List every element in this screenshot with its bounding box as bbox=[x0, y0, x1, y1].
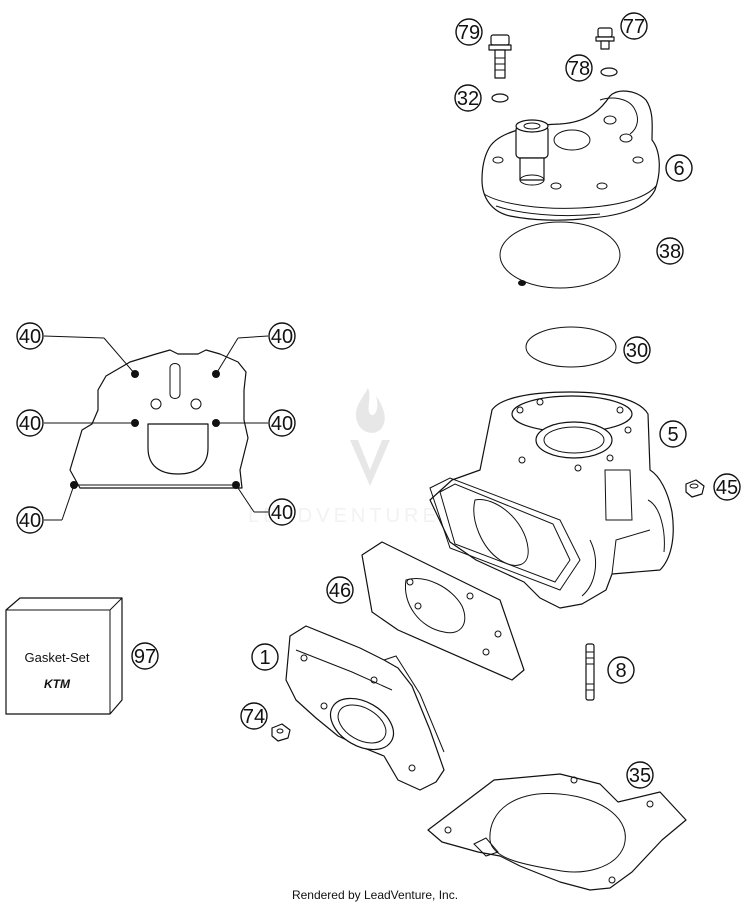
svg-text:45: 45 bbox=[716, 477, 738, 499]
leader-lines bbox=[43, 335, 269, 521]
gasket-set-box[interactable]: Gasket-Set KTM bbox=[5, 597, 123, 715]
ktm-logo: KTM bbox=[44, 677, 71, 691]
part-o-ring-38[interactable] bbox=[499, 221, 621, 289]
svg-text:46: 46 bbox=[329, 580, 351, 602]
callout-30[interactable]: 30 bbox=[623, 336, 651, 364]
callout-6[interactable]: 6 bbox=[665, 154, 693, 182]
part-gasket-46[interactable] bbox=[361, 541, 525, 681]
footer-credit: Rendered by LeadVenture, Inc. bbox=[292, 888, 458, 902]
svg-text:5: 5 bbox=[667, 424, 678, 446]
svg-text:40: 40 bbox=[271, 413, 293, 435]
callout-78[interactable]: 78 bbox=[565, 54, 593, 82]
callout-46[interactable]: 46 bbox=[326, 576, 354, 604]
svg-text:74: 74 bbox=[243, 706, 265, 728]
svg-text:40: 40 bbox=[271, 326, 293, 348]
svg-text:6: 6 bbox=[673, 158, 684, 180]
svg-text:32: 32 bbox=[457, 88, 479, 110]
callout-45[interactable]: 45 bbox=[713, 473, 741, 501]
callout-35[interactable]: 35 bbox=[626, 761, 654, 789]
callout-40-bottom-right[interactable]: 40 bbox=[268, 498, 296, 526]
callout-38[interactable]: 38 bbox=[656, 237, 684, 265]
part-bolt-79[interactable] bbox=[488, 34, 512, 79]
callout-5[interactable]: 5 bbox=[659, 420, 687, 448]
svg-text:8: 8 bbox=[615, 660, 626, 682]
svg-text:40: 40 bbox=[271, 502, 293, 524]
svg-text:40: 40 bbox=[19, 413, 41, 435]
part-bolt-77[interactable] bbox=[595, 27, 615, 50]
callout-32[interactable]: 32 bbox=[454, 84, 482, 112]
svg-text:78: 78 bbox=[568, 58, 590, 80]
part-washer-32[interactable] bbox=[491, 93, 509, 103]
callout-40-top-left[interactable]: 40 bbox=[16, 322, 44, 350]
part-o-ring-30[interactable] bbox=[525, 326, 617, 368]
callout-97[interactable]: 97 bbox=[131, 642, 159, 670]
callout-79[interactable]: 79 bbox=[455, 18, 483, 46]
part-intake-flange-1[interactable] bbox=[285, 625, 445, 791]
svg-text:79: 79 bbox=[458, 22, 480, 44]
svg-text:40: 40 bbox=[19, 510, 41, 532]
callout-8[interactable]: 8 bbox=[607, 656, 635, 684]
part-base-gasket-35[interactable] bbox=[427, 773, 687, 891]
part-washer-78[interactable] bbox=[600, 67, 618, 77]
svg-text:77: 77 bbox=[623, 16, 645, 38]
callout-74[interactable]: 74 bbox=[240, 702, 268, 730]
svg-text:97: 97 bbox=[134, 646, 156, 668]
svg-text:30: 30 bbox=[626, 340, 648, 362]
part-cylinder-5[interactable] bbox=[429, 391, 674, 609]
callout-40-middle-right[interactable]: 40 bbox=[268, 409, 296, 437]
callout-40-middle-left[interactable]: 40 bbox=[16, 409, 44, 437]
callout-77[interactable]: 77 bbox=[620, 12, 648, 40]
svg-text:1: 1 bbox=[259, 647, 270, 669]
part-gasket-plate-40[interactable] bbox=[69, 349, 249, 489]
callout-40-bottom-left[interactable]: 40 bbox=[16, 506, 44, 534]
part-cylinder-head-6[interactable] bbox=[481, 90, 660, 221]
svg-text:35: 35 bbox=[629, 765, 651, 787]
svg-text:40: 40 bbox=[19, 326, 41, 348]
svg-text:38: 38 bbox=[659, 241, 681, 263]
gasket-set-label: Gasket-Set bbox=[24, 650, 89, 665]
part-nut-45[interactable] bbox=[685, 479, 705, 498]
part-stud-8[interactable] bbox=[585, 643, 595, 701]
part-nut-74[interactable] bbox=[271, 723, 291, 742]
callout-40-top-right[interactable]: 40 bbox=[268, 322, 296, 350]
callout-1[interactable]: 1 bbox=[251, 643, 279, 671]
